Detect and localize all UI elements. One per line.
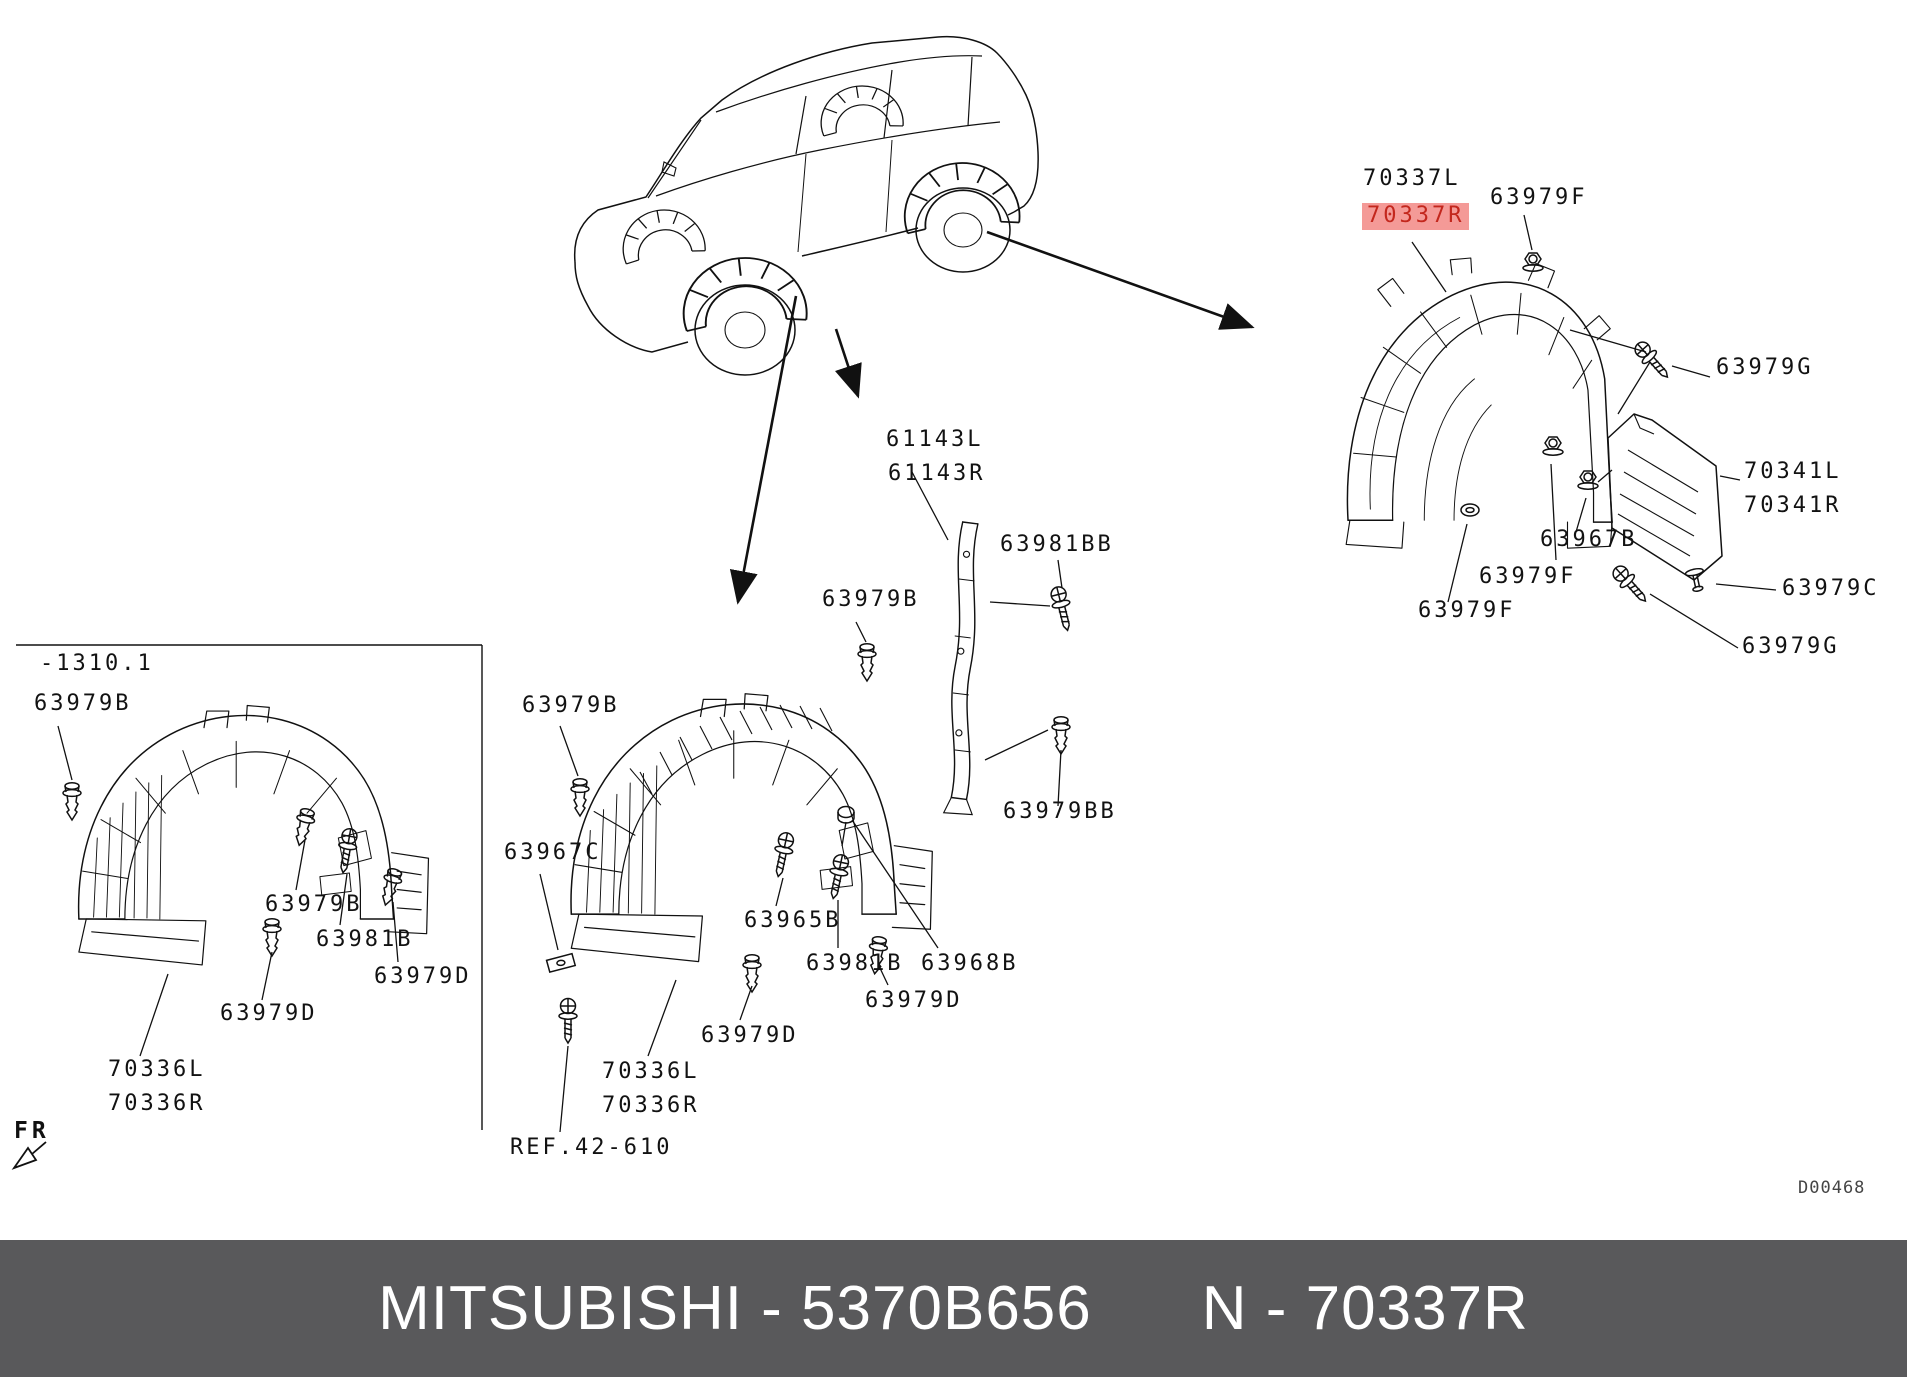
screw-icon xyxy=(558,997,578,1044)
part-label-63979bb[interactable]: 63979BB xyxy=(1003,799,1117,824)
ref-label[interactable]: REF.42-610 xyxy=(510,1135,673,1160)
push-clip-icon xyxy=(289,806,318,849)
rivet-icon xyxy=(1684,566,1708,594)
liner-hatch-band xyxy=(639,704,833,795)
pointer-arrows xyxy=(729,230,1255,605)
part-label-63968b[interactable]: 63968B xyxy=(921,951,1019,976)
part-label-63981b-1[interactable]: 63981B xyxy=(806,951,904,976)
part-label-61143l[interactable]: 61143L xyxy=(886,427,984,452)
diagram-artwork xyxy=(11,35,1777,1170)
part-label-63979d-1[interactable]: 63979D xyxy=(865,988,963,1013)
variant-range-label: -1310.1 xyxy=(40,651,154,676)
nut-icon xyxy=(1577,470,1599,490)
part-label-63979d-2[interactable]: 63979D xyxy=(701,1023,799,1048)
footer-banner: MITSUBISHI - 5370B656 N - 70337R xyxy=(0,1240,1907,1377)
fr-direction-label: FR xyxy=(14,1118,50,1144)
car-illustration xyxy=(573,35,1039,376)
part-label-63981b-2[interactable]: 63981B xyxy=(316,927,414,952)
garnish-70341 xyxy=(1607,413,1723,581)
part-label-63979b-3[interactable]: 63979B xyxy=(34,691,132,716)
part-label-63981bb[interactable]: 63981BB xyxy=(1000,532,1114,557)
doc-code: D00468 xyxy=(1798,1178,1866,1198)
part-label-63979d-3[interactable]: 63979D xyxy=(374,964,472,989)
part-label-63979b-4[interactable]: 63979B xyxy=(265,892,363,917)
part-label-61143r[interactable]: 61143R xyxy=(888,461,986,486)
rear-liner-70337 xyxy=(1345,257,1613,549)
part-label-63979b-1[interactable]: 63979B xyxy=(822,587,920,612)
screw-icon xyxy=(768,830,798,880)
screw-icon xyxy=(1608,561,1653,608)
part-label-63965b[interactable]: 63965B xyxy=(744,908,842,933)
brace-61143 xyxy=(942,521,979,816)
variant-box-border xyxy=(16,644,483,1130)
part-label-70341l[interactable]: 70341L xyxy=(1744,459,1842,484)
screw-icon xyxy=(333,826,361,875)
part-label-63979f-1[interactable]: 63979F xyxy=(1490,185,1588,210)
push-clip-icon xyxy=(1051,716,1071,755)
grommet-icon xyxy=(1460,503,1480,517)
fasteners xyxy=(62,252,1708,1044)
flat-clip-icon xyxy=(545,952,577,974)
part-label-63979c[interactable]: 63979C xyxy=(1782,576,1880,601)
part-label-70337l[interactable]: 70337L xyxy=(1363,166,1461,191)
nut-icon xyxy=(1542,436,1564,456)
screw-icon xyxy=(823,852,853,902)
push-clip-icon xyxy=(62,782,82,821)
footer-brand-part: MITSUBISHI - 5370B656 xyxy=(378,1274,1092,1343)
push-clip-icon xyxy=(262,918,282,957)
part-label-63979f-2[interactable]: 63979F xyxy=(1479,564,1577,589)
part-label-70336l-1[interactable]: 70336L xyxy=(602,1059,700,1084)
part-label-70336l-2[interactable]: 70336L xyxy=(108,1057,206,1082)
push-clip-icon xyxy=(857,643,877,682)
part-label-63979d-4[interactable]: 63979D xyxy=(220,1001,318,1026)
wheel-arch-liner-icon xyxy=(615,203,707,265)
wheel-arch-liner-icon xyxy=(815,80,905,137)
part-label-63967b[interactable]: 63967B xyxy=(1540,527,1638,552)
push-clip-icon xyxy=(570,778,590,817)
leader-lines xyxy=(57,214,1777,1133)
part-label-70337r[interactable]: 70337R xyxy=(1362,203,1470,231)
footer-part-ref: N - 70337R xyxy=(1201,1274,1529,1343)
part-label-63979f-3[interactable]: 63979F xyxy=(1418,598,1516,623)
part-label-70336r-2[interactable]: 70336R xyxy=(108,1091,206,1116)
part-label-63979g-1[interactable]: 63979G xyxy=(1716,355,1814,380)
part-label-63979b-2[interactable]: 63979B xyxy=(522,693,620,718)
fr-arrow-icon xyxy=(11,1141,47,1170)
nut-icon xyxy=(1522,252,1544,272)
wheel-arch-liner-icon xyxy=(676,251,809,333)
screw-icon xyxy=(1630,337,1675,384)
part-label-70341r[interactable]: 70341R xyxy=(1744,493,1842,518)
part-label-70336r-1[interactable]: 70336R xyxy=(602,1093,700,1118)
part-label-63967c[interactable]: 63967C xyxy=(504,840,602,865)
part-label-63979g-2[interactable]: 63979G xyxy=(1742,634,1840,659)
screw-icon xyxy=(1047,584,1078,634)
